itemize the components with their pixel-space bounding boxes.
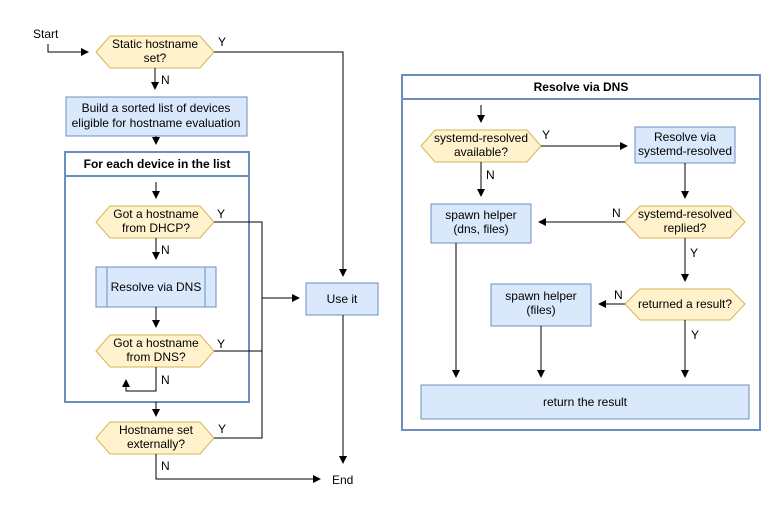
label-replied-no: N	[612, 206, 621, 220]
process-return-result-label: return the result	[543, 395, 628, 409]
decision-got-dns-line2: from DNS?	[126, 350, 186, 364]
process-spawn-dns-files: spawn helper (dns, files)	[430, 203, 532, 244]
process-build-list-line2: eligible for hostname evaluation	[72, 116, 241, 130]
process-spawn-files: spawn helper (files)	[490, 283, 592, 327]
decision-set-externally-line1: Hostname set	[119, 423, 194, 437]
decision-resolved-available-line1: systemd-resolved	[434, 131, 528, 145]
edge-dhcp-yes-to-use-it	[214, 221, 300, 302]
decision-got-dhcp: Got a hostname from DHCP?	[95, 205, 215, 239]
label-static-no: N	[161, 73, 170, 87]
decision-static-hostname: Static hostname set?	[95, 35, 215, 69]
decision-static-hostname-line2: set?	[144, 51, 167, 65]
end-label: End	[332, 473, 353, 487]
resolve-dns-panel: Resolve via DNS	[401, 74, 761, 431]
decision-set-externally-line2: externally?	[127, 437, 185, 451]
subprocess-resolve-dns-label: Resolve via DNS	[111, 280, 202, 294]
label-dns-no: N	[161, 373, 170, 387]
decision-returned-result-label: returned a result?	[638, 297, 732, 311]
decision-resolved-replied-line2: replied?	[664, 221, 707, 235]
decision-resolved-replied-line1: systemd-resolved	[638, 207, 732, 221]
process-spawn-files-line1: spawn helper	[505, 289, 576, 303]
process-resolve-via-resolved: Resolve via systemd-resolved	[634, 126, 736, 164]
decision-got-dhcp-line1: Got a hostname	[113, 207, 199, 221]
process-resolve-via-resolved-line1: Resolve via	[654, 130, 716, 144]
decision-returned-result: returned a result?	[624, 288, 746, 321]
decision-resolved-available: systemd-resolved available?	[420, 129, 542, 163]
process-use-it: Use it	[305, 282, 379, 316]
label-dns-yes: Y	[217, 337, 225, 351]
decision-set-externally: Hostname set externally?	[95, 421, 215, 455]
label-returned-yes: Y	[691, 328, 699, 342]
process-spawn-dns-files-line2: (dns, files)	[453, 222, 508, 236]
label-available-no: N	[486, 168, 495, 182]
label-external-no: N	[161, 459, 170, 473]
label-static-yes: Y	[218, 35, 226, 49]
decision-got-dns-line1: Got a hostname	[113, 336, 199, 350]
process-return-result: return the result	[420, 384, 750, 420]
decision-resolved-available-line2: available?	[454, 145, 508, 159]
edge-dns-no-loop-back	[122, 367, 157, 392]
loop-container: For each device in the list	[64, 151, 250, 403]
label-dhcp-yes: Y	[217, 207, 225, 221]
label-returned-no: N	[614, 288, 623, 302]
decision-got-dns: Got a hostname from DNS?	[95, 334, 215, 368]
subprocess-resolve-dns: Resolve via DNS	[95, 266, 217, 308]
label-external-yes: Y	[218, 422, 226, 436]
decision-resolved-replied: systemd-resolved replied?	[624, 205, 746, 239]
label-dhcp-no: N	[161, 243, 170, 257]
process-spawn-dns-files-line1: spawn helper	[445, 208, 516, 222]
process-build-list-line1: Build a sorted list of devices	[82, 101, 231, 115]
process-resolve-via-resolved-line2: systemd-resolved	[638, 144, 732, 158]
edge-static-yes-to-use-it	[214, 51, 347, 277]
label-available-yes: Y	[542, 128, 550, 142]
edge-start-to-static	[47, 44, 89, 56]
edge-external-yes-merge	[214, 222, 263, 439]
resolve-dns-panel-title: Resolve via DNS	[534, 80, 629, 94]
decision-static-hostname-line1: Static hostname	[112, 37, 198, 51]
edge-external-no-to-end	[155, 454, 321, 483]
loop-title: For each device in the list	[84, 157, 231, 171]
label-replied-yes: Y	[690, 246, 698, 260]
decision-got-dhcp-line2: from DHCP?	[122, 221, 190, 235]
process-use-it-label: Use it	[327, 292, 358, 306]
process-build-list: Build a sorted list of devices eligible …	[65, 96, 248, 137]
start-label: Start	[33, 27, 59, 41]
process-spawn-files-line2: (files)	[526, 303, 555, 317]
